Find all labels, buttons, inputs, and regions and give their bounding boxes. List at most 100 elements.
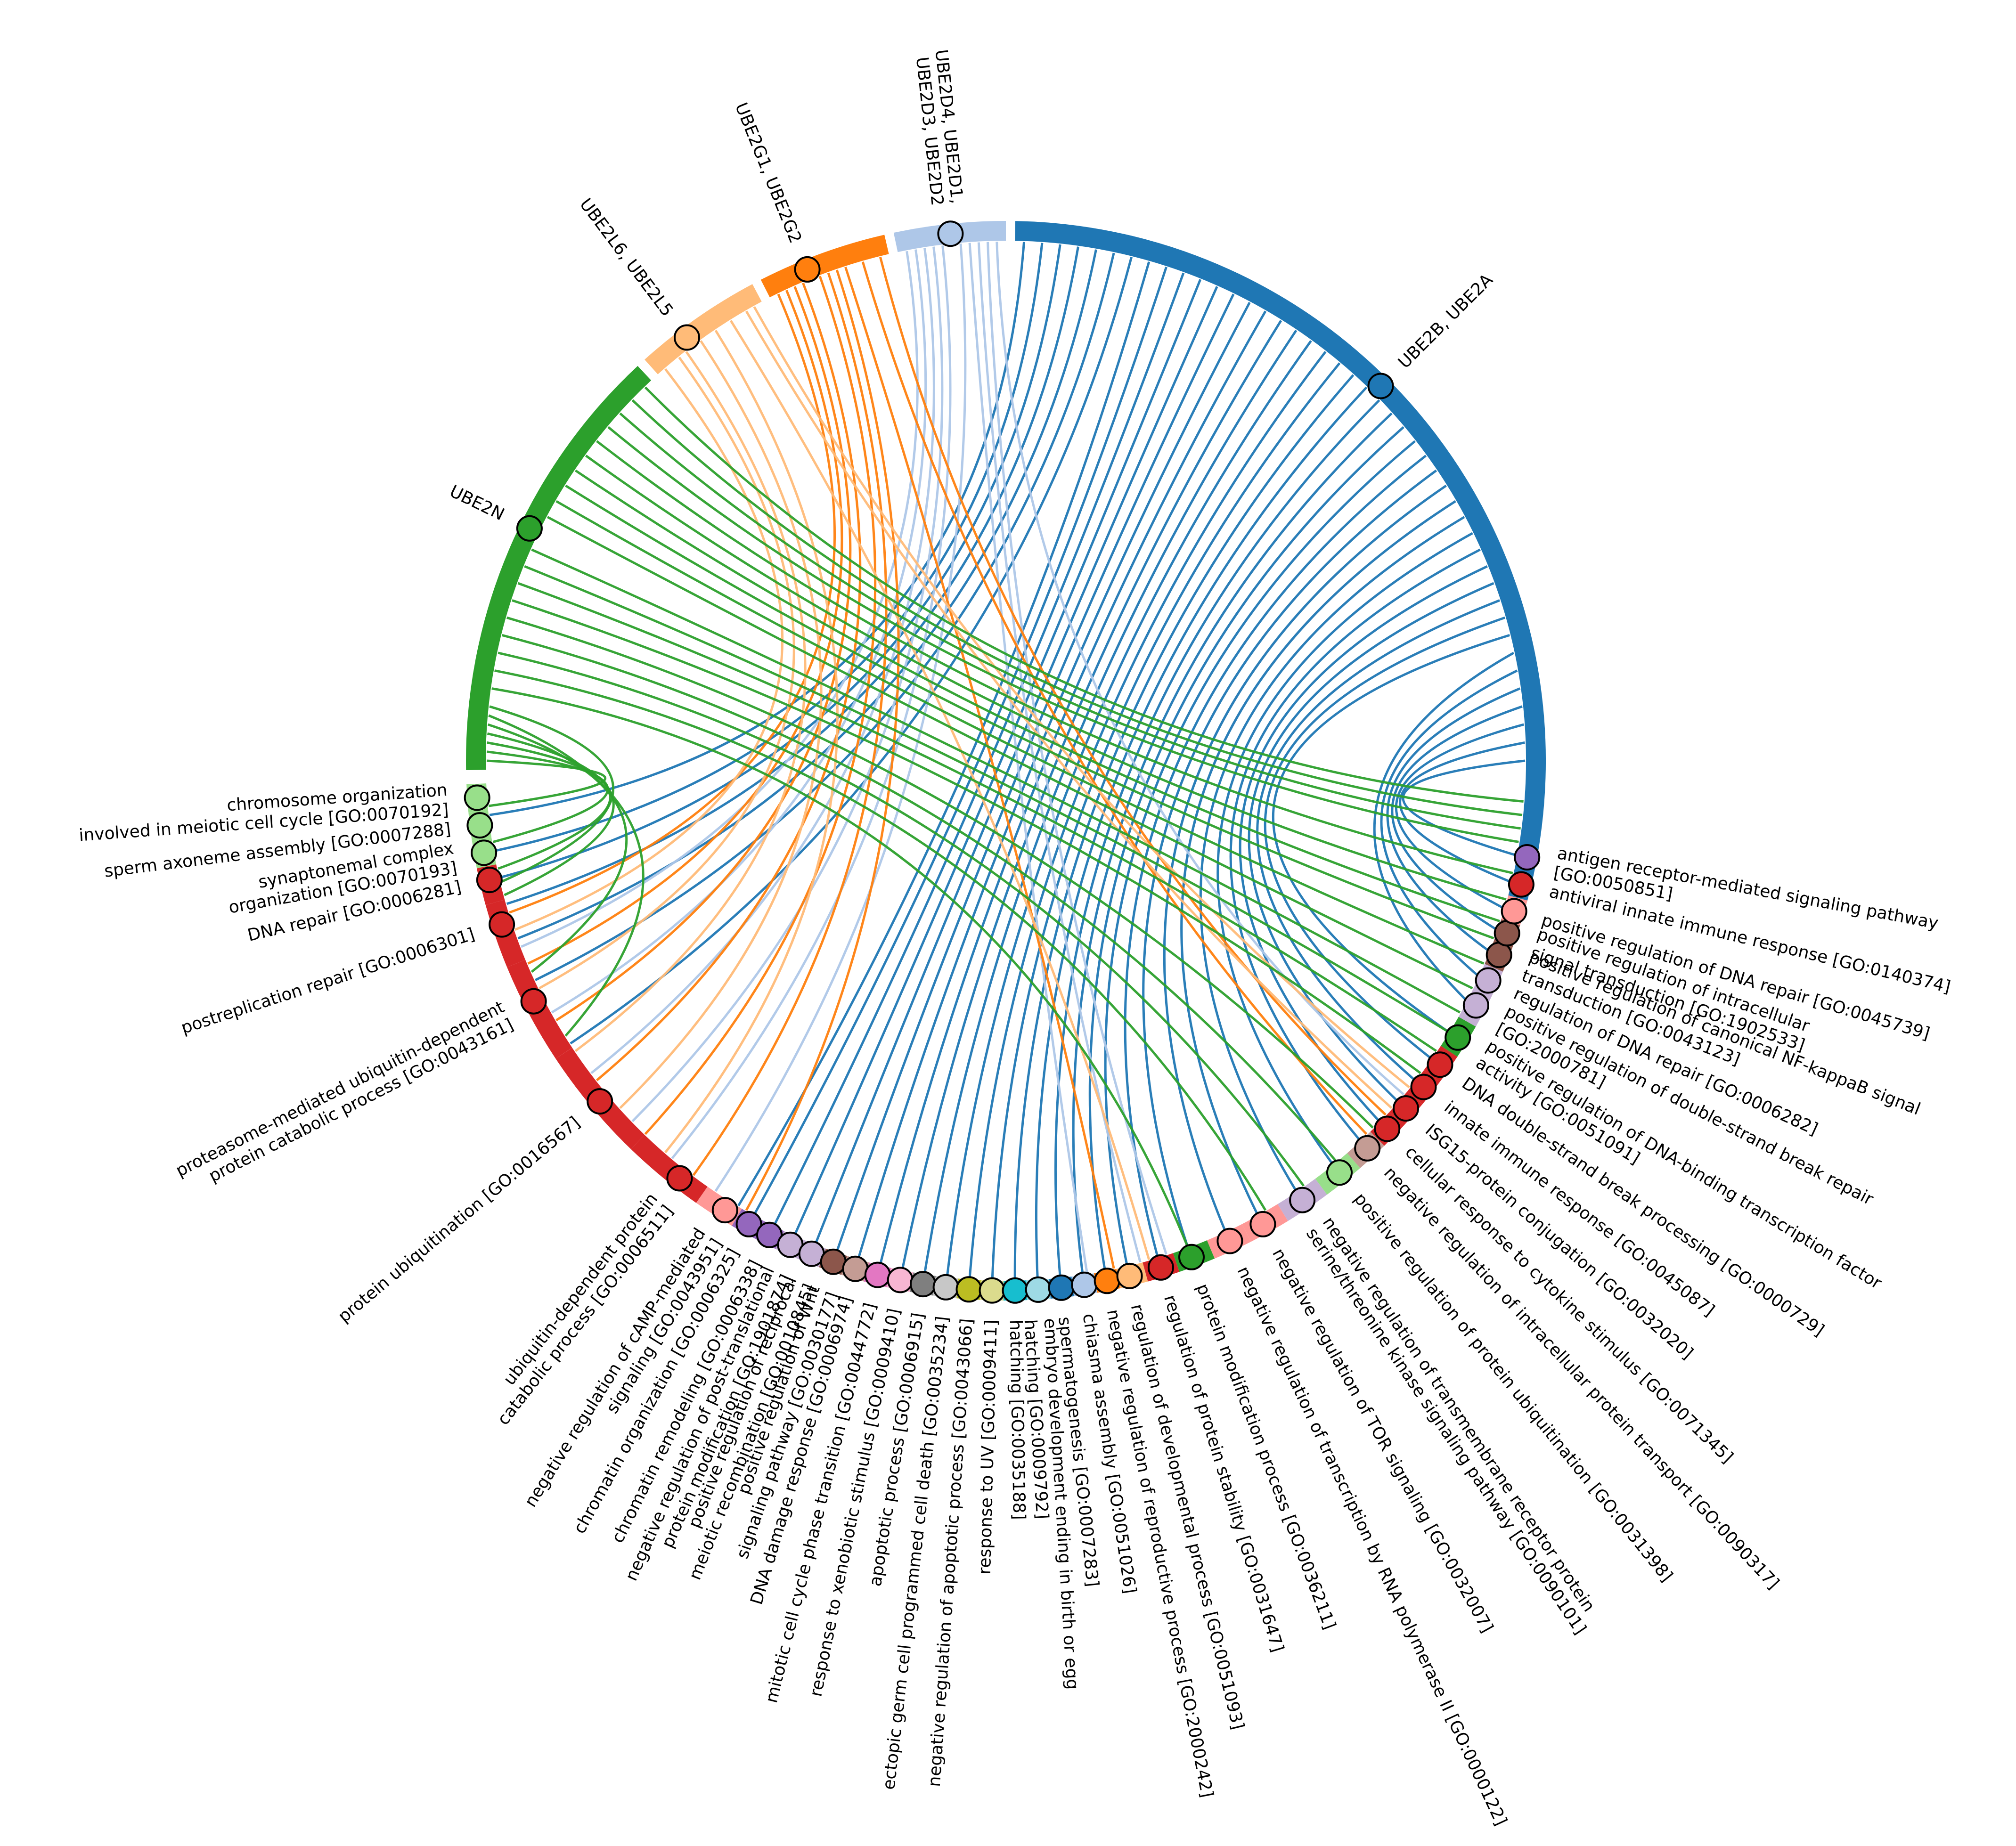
term-node-synaptonemal-complex-organization-go-0070193 — [471, 839, 498, 866]
term-label-response-to-uv-go-0009411: response to UV [GO:0009411] — [975, 1319, 1001, 1575]
chord-link — [551, 249, 927, 1014]
term-node-negative-regulation-of-intracellular-protein-transport-go-00 — [1354, 1135, 1381, 1162]
chord-link — [619, 340, 823, 1109]
gene-arc-ube2g1-ube2g2 — [760, 235, 889, 298]
chord-link — [575, 469, 1500, 922]
chord-link — [946, 340, 1312, 1277]
chord-link — [996, 242, 1404, 1096]
chord-link — [494, 669, 1267, 1211]
chord-link — [1199, 516, 1465, 1192]
term-node-positive-regulation-of-double-strand-break-repair-go-2000781 — [1462, 992, 1489, 1019]
chord-link — [1142, 469, 1437, 1247]
term-node-regulation-of-developmental-process-go-0051093 — [1116, 1262, 1143, 1289]
chord-link — [1386, 687, 1521, 952]
term-node-protein-modification-process-go-0036211 — [1178, 1244, 1205, 1270]
chord-link — [879, 310, 1267, 1265]
chord-link — [619, 412, 1521, 830]
term-node-negative-regulation-of-transmembrane-receptor-protein-serine — [1289, 1187, 1316, 1213]
term-node-chiasma-assembly-go-0051026 — [1071, 1271, 1098, 1298]
gene-arc-ube2l6-ube2l5 — [645, 284, 762, 374]
chord-link — [1229, 548, 1481, 1141]
chord-link — [547, 516, 1473, 990]
term-node-innate-immune-response-go-0045087 — [1410, 1073, 1437, 1100]
chord-link — [671, 245, 952, 1159]
gene-label-ube2b-ube2a: UBE2B, UBE2A — [1395, 270, 1497, 372]
chord-link — [745, 269, 900, 1211]
term-node-ectopic-germ-cell-programmed-cell-death-go-0035234 — [932, 1274, 959, 1301]
chord-link — [1054, 399, 1380, 1277]
term-node-negative-regulation-of-transcription-by-rna-polymerase-ii-go — [1216, 1228, 1243, 1254]
chord-links — [486, 242, 1526, 1280]
chord-link — [555, 500, 1485, 965]
term-node-postreplication-repair-go-0006301 — [489, 911, 515, 938]
chord-link — [487, 732, 615, 896]
term-node-regulation-of-dna-repair-go-0006282 — [1475, 967, 1502, 994]
term-node-response-to-xenobiotic-stimulus-go-0009410 — [887, 1267, 914, 1293]
term-node-regulation-of-protein-stability-go-0031647 — [1147, 1254, 1174, 1281]
term-arc-ubiquitin-dependent-protein-catabolic-process-go-0006511 — [630, 1135, 708, 1203]
term-node-dna-double-strand-break-processing-go-0000729 — [1427, 1051, 1453, 1078]
term-node-negative-regulation-of-apoptotic-process-go-0043066 — [955, 1276, 982, 1303]
chord-link — [506, 616, 1374, 1129]
chord-link — [555, 286, 852, 1022]
term-node-positive-regulation-of-protein-ubiquitination-go-0031398 — [1326, 1159, 1353, 1186]
nodes — [464, 220, 1541, 1304]
term-node-negative-regulation-of-camp-mediated-signaling-go-0043951 — [711, 1197, 738, 1224]
chord-link — [714, 244, 967, 1192]
term-node-negative-regulation-of-tor-signaling-go-0032007 — [1249, 1211, 1276, 1237]
term-node-chromatin-organization-go-0006325 — [735, 1211, 762, 1237]
chord-link — [631, 246, 944, 1122]
chord-link — [692, 272, 888, 1176]
chord-link — [814, 286, 1218, 1244]
chord-link — [644, 276, 877, 1135]
chord-link — [844, 267, 1115, 1269]
term-node-embryo-development-ending-in-birth-or-egg-hatching-go-000979 — [1025, 1276, 1052, 1303]
term-node-hatching-go-0035188 — [1002, 1277, 1028, 1304]
chord-link — [517, 582, 1437, 1052]
gene-arc-ube2b-ube2a — [1015, 221, 1546, 901]
chord-link — [1072, 412, 1393, 1275]
chord-link — [664, 330, 839, 1154]
term-node-dna-repair-go-0006281 — [476, 867, 503, 894]
chord-link — [1399, 741, 1525, 883]
gene-node-ube2d4-ube2d1-ube2d3-ube2d2 — [937, 220, 964, 247]
chord-link — [901, 320, 1282, 1270]
term-node-sperm-axoneme-assembly-go-0007288 — [466, 812, 493, 839]
chord-link — [498, 651, 1305, 1187]
chord-link — [773, 272, 1185, 1226]
chord-link — [535, 252, 1115, 981]
chord-link — [879, 257, 1387, 1116]
chord-link — [489, 705, 615, 883]
term-node-mitotic-cell-cycle-phase-transition-go-0044772 — [864, 1261, 891, 1288]
chord-link — [565, 484, 1494, 940]
chord-link — [729, 320, 1151, 1260]
chord-link — [494, 243, 1044, 852]
chord-link — [1395, 723, 1524, 910]
term-node-protein-ubiquitination-go-0016567 — [587, 1088, 613, 1115]
chord-link — [644, 386, 1524, 803]
chord-link — [539, 357, 795, 990]
term-node-response-to-uv-go-0009411 — [979, 1277, 1005, 1304]
chord-link — [491, 687, 1189, 1248]
term-node-isg15-protein-conjugation-go-0032020 — [1393, 1095, 1419, 1122]
chord-link — [1373, 651, 1515, 1001]
chord-link — [835, 293, 1235, 1252]
chord-link — [1272, 634, 1510, 1033]
chord-link — [596, 440, 1513, 874]
chord-link — [487, 723, 628, 973]
chord-link — [1180, 500, 1456, 1215]
gene-arc-ube2n — [466, 366, 652, 770]
gene-node-ube2n — [516, 515, 543, 542]
chord-link — [512, 599, 1421, 1074]
term-node-dna-damage-response-go-0006974 — [842, 1255, 869, 1282]
term-node-apoptotic-process-go-0006915 — [910, 1271, 936, 1298]
chord-link — [1013, 374, 1355, 1280]
chord-link — [509, 293, 836, 914]
chord-link — [607, 426, 1519, 843]
chord-link — [502, 634, 1337, 1162]
chord-link — [524, 565, 1449, 1033]
chord-link — [1035, 386, 1368, 1279]
chord-link — [1124, 455, 1427, 1258]
chord-link — [968, 243, 1088, 1274]
chord-link — [1256, 599, 1501, 1082]
